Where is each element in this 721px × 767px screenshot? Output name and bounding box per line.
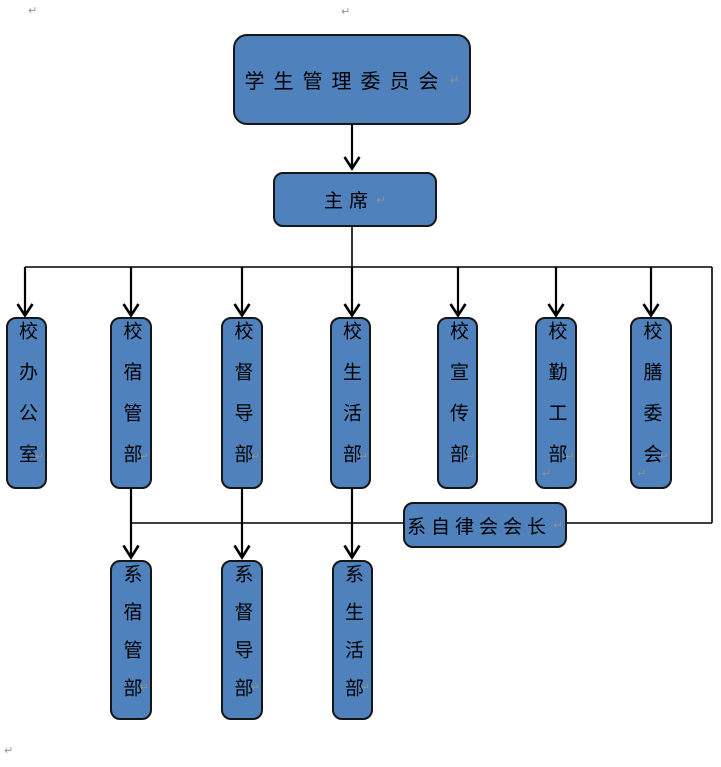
node-dept-self-discipline-president[interactable]: 系自律会会长↵ — [403, 502, 567, 548]
paragraph-mark: ↵ — [250, 451, 260, 463]
node-label: 校宿管部 — [120, 321, 142, 485]
node-subdept-student-life[interactable]: 系生活部 ↵ — [332, 560, 373, 720]
paragraph-mark: ↵ — [564, 451, 574, 463]
paragraph-mark: ↵ — [4, 745, 14, 757]
node-dept-student-life[interactable]: 校生活部 ↵ — [330, 317, 371, 489]
paragraph-mark: ↵ — [139, 682, 149, 694]
node-dept-work-study[interactable]: 校勤工部 ↵ ↵ — [535, 317, 577, 489]
node-label: 系宿管部 — [120, 564, 142, 716]
paragraph-mark: ↵ — [250, 682, 260, 694]
paragraph-mark: ↵ — [375, 192, 387, 207]
node-dept-publicity[interactable]: 校宣传部 ↵ — [437, 317, 478, 489]
node-label: 校膳委会 — [640, 321, 662, 485]
node-label: 学生管理委员会 — [244, 71, 448, 93]
paragraph-mark: ↵ — [341, 6, 351, 18]
node-dept-dorm-management[interactable]: 校宿管部 ↵ — [110, 317, 152, 489]
node-label: 校督导部 — [231, 321, 253, 485]
node-subdept-dorm-management[interactable]: 系宿管部 ↵ — [110, 560, 152, 720]
node-dept-supervision[interactable]: 校督导部 ↵ — [221, 317, 263, 489]
node-label: 校宣传部 — [447, 321, 468, 485]
paragraph-mark: ↵ — [659, 451, 669, 463]
paragraph-mark: ↵ — [552, 518, 564, 532]
node-dept-catering-committee[interactable]: 校膳委会 ↵ ↵ — [630, 317, 672, 489]
node-chairman[interactable]: 主席↵ — [273, 172, 437, 227]
paragraph-mark: ↵ — [542, 468, 552, 480]
node-label: 校办公室 — [16, 321, 37, 485]
paragraph-mark: ↵ — [637, 468, 647, 480]
node-label: 校生活部 — [340, 321, 361, 485]
paragraph-mark: ↵ — [358, 451, 368, 463]
paragraph-mark: ↵ — [360, 682, 370, 694]
node-label: 系生活部 — [342, 564, 363, 716]
paragraph-mark: ↵ — [449, 72, 460, 87]
node-dept-school-office[interactable]: 校办公室 ↵ — [6, 317, 47, 489]
node-student-management-committee[interactable]: 学生管理委员会↵ — [233, 34, 471, 125]
paragraph-mark: ↵ — [139, 451, 149, 463]
node-label: 系自律会会长 — [406, 516, 551, 538]
node-label: 校勤工部 — [545, 321, 567, 485]
paragraph-mark: ↵ — [28, 5, 38, 17]
node-label: 主席 — [323, 191, 374, 212]
paragraph-mark: ↵ — [465, 451, 475, 463]
node-label: 系督导部 — [231, 564, 253, 716]
node-subdept-supervision[interactable]: 系督导部 ↵ — [221, 560, 263, 720]
paragraph-mark: ↵ — [34, 451, 44, 463]
